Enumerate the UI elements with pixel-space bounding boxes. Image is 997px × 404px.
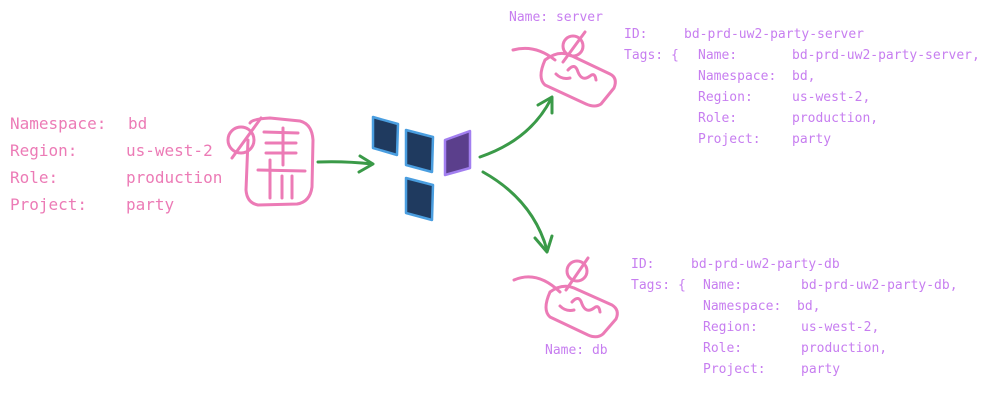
input-key-project: Project: (10, 195, 88, 214)
db-caption: Name: db (545, 343, 608, 358)
input-key-role: Role: (10, 168, 59, 187)
terraform-logo-icon (371, 115, 472, 222)
server-tag-block: ID: bd-prd-uw2-party-server Tags: { Name… (624, 24, 989, 154)
server-tags-label: Tags: { (624, 48, 679, 63)
db-tag-value-project: party (801, 362, 841, 377)
server-tag-key-role: Role: (698, 111, 738, 126)
server-tag-value-namespace: bd, (792, 69, 816, 84)
input-value-role: production (126, 168, 223, 187)
server-tag-key-namespace: Namespace: (698, 69, 777, 84)
server-tag-value-project: party (792, 132, 832, 147)
server-tag-key-project: Project: (698, 132, 761, 147)
db-tag-block: ID: bd-prd-uw2-party-db Tags: { Name: bd… (631, 254, 991, 384)
server-caption: Name: server (509, 10, 603, 25)
db-tag-key-project: Project: (703, 362, 766, 377)
server-tag-key-name: Name: (698, 48, 738, 63)
arrow-to-server (478, 95, 554, 159)
server-id-value: bd-prd-uw2-party-server (684, 27, 865, 42)
input-key-namespace: Namespace: (10, 114, 107, 133)
db-id-label: ID: (631, 257, 655, 272)
db-tag-key-name: Name: (703, 278, 743, 293)
db-tags-label: Tags: { (631, 278, 686, 293)
null-label-icon (226, 116, 315, 207)
db-tag-key-role: Role: (703, 341, 743, 356)
arrow-to-db (481, 170, 554, 254)
db-tag-key-namespace: Namespace: (703, 299, 782, 314)
server-tag-key-region: Region: (698, 90, 753, 105)
tag-icon (511, 30, 617, 108)
tag-icon-db (512, 256, 619, 339)
db-id-value: bd-prd-uw2-party-db (691, 257, 840, 272)
server-tag-value-role: production, (792, 111, 879, 126)
db-tag-value-role: production, (801, 341, 888, 356)
input-value-region: us-west-2 (126, 141, 213, 160)
input-value-namespace: bd (128, 114, 148, 133)
input-value-project: party (126, 195, 175, 214)
db-tag-value-namespace: bd, (797, 299, 821, 314)
server-id-label: ID: (624, 27, 648, 42)
input-labels: Namespace: bd Region: us-west-2 Role: pr… (10, 114, 240, 224)
server-tag-value-name: bd-prd-uw2-party-server, (792, 48, 980, 63)
db-tag-value-region: us-west-2, (801, 320, 880, 335)
db-tag-key-region: Region: (703, 320, 758, 335)
db-tag-value-name: bd-prd-uw2-party-db, (801, 278, 958, 293)
arrow-to-logo (316, 154, 375, 174)
server-tag-value-region: us-west-2, (792, 90, 871, 105)
input-key-region: Region: (10, 141, 78, 160)
